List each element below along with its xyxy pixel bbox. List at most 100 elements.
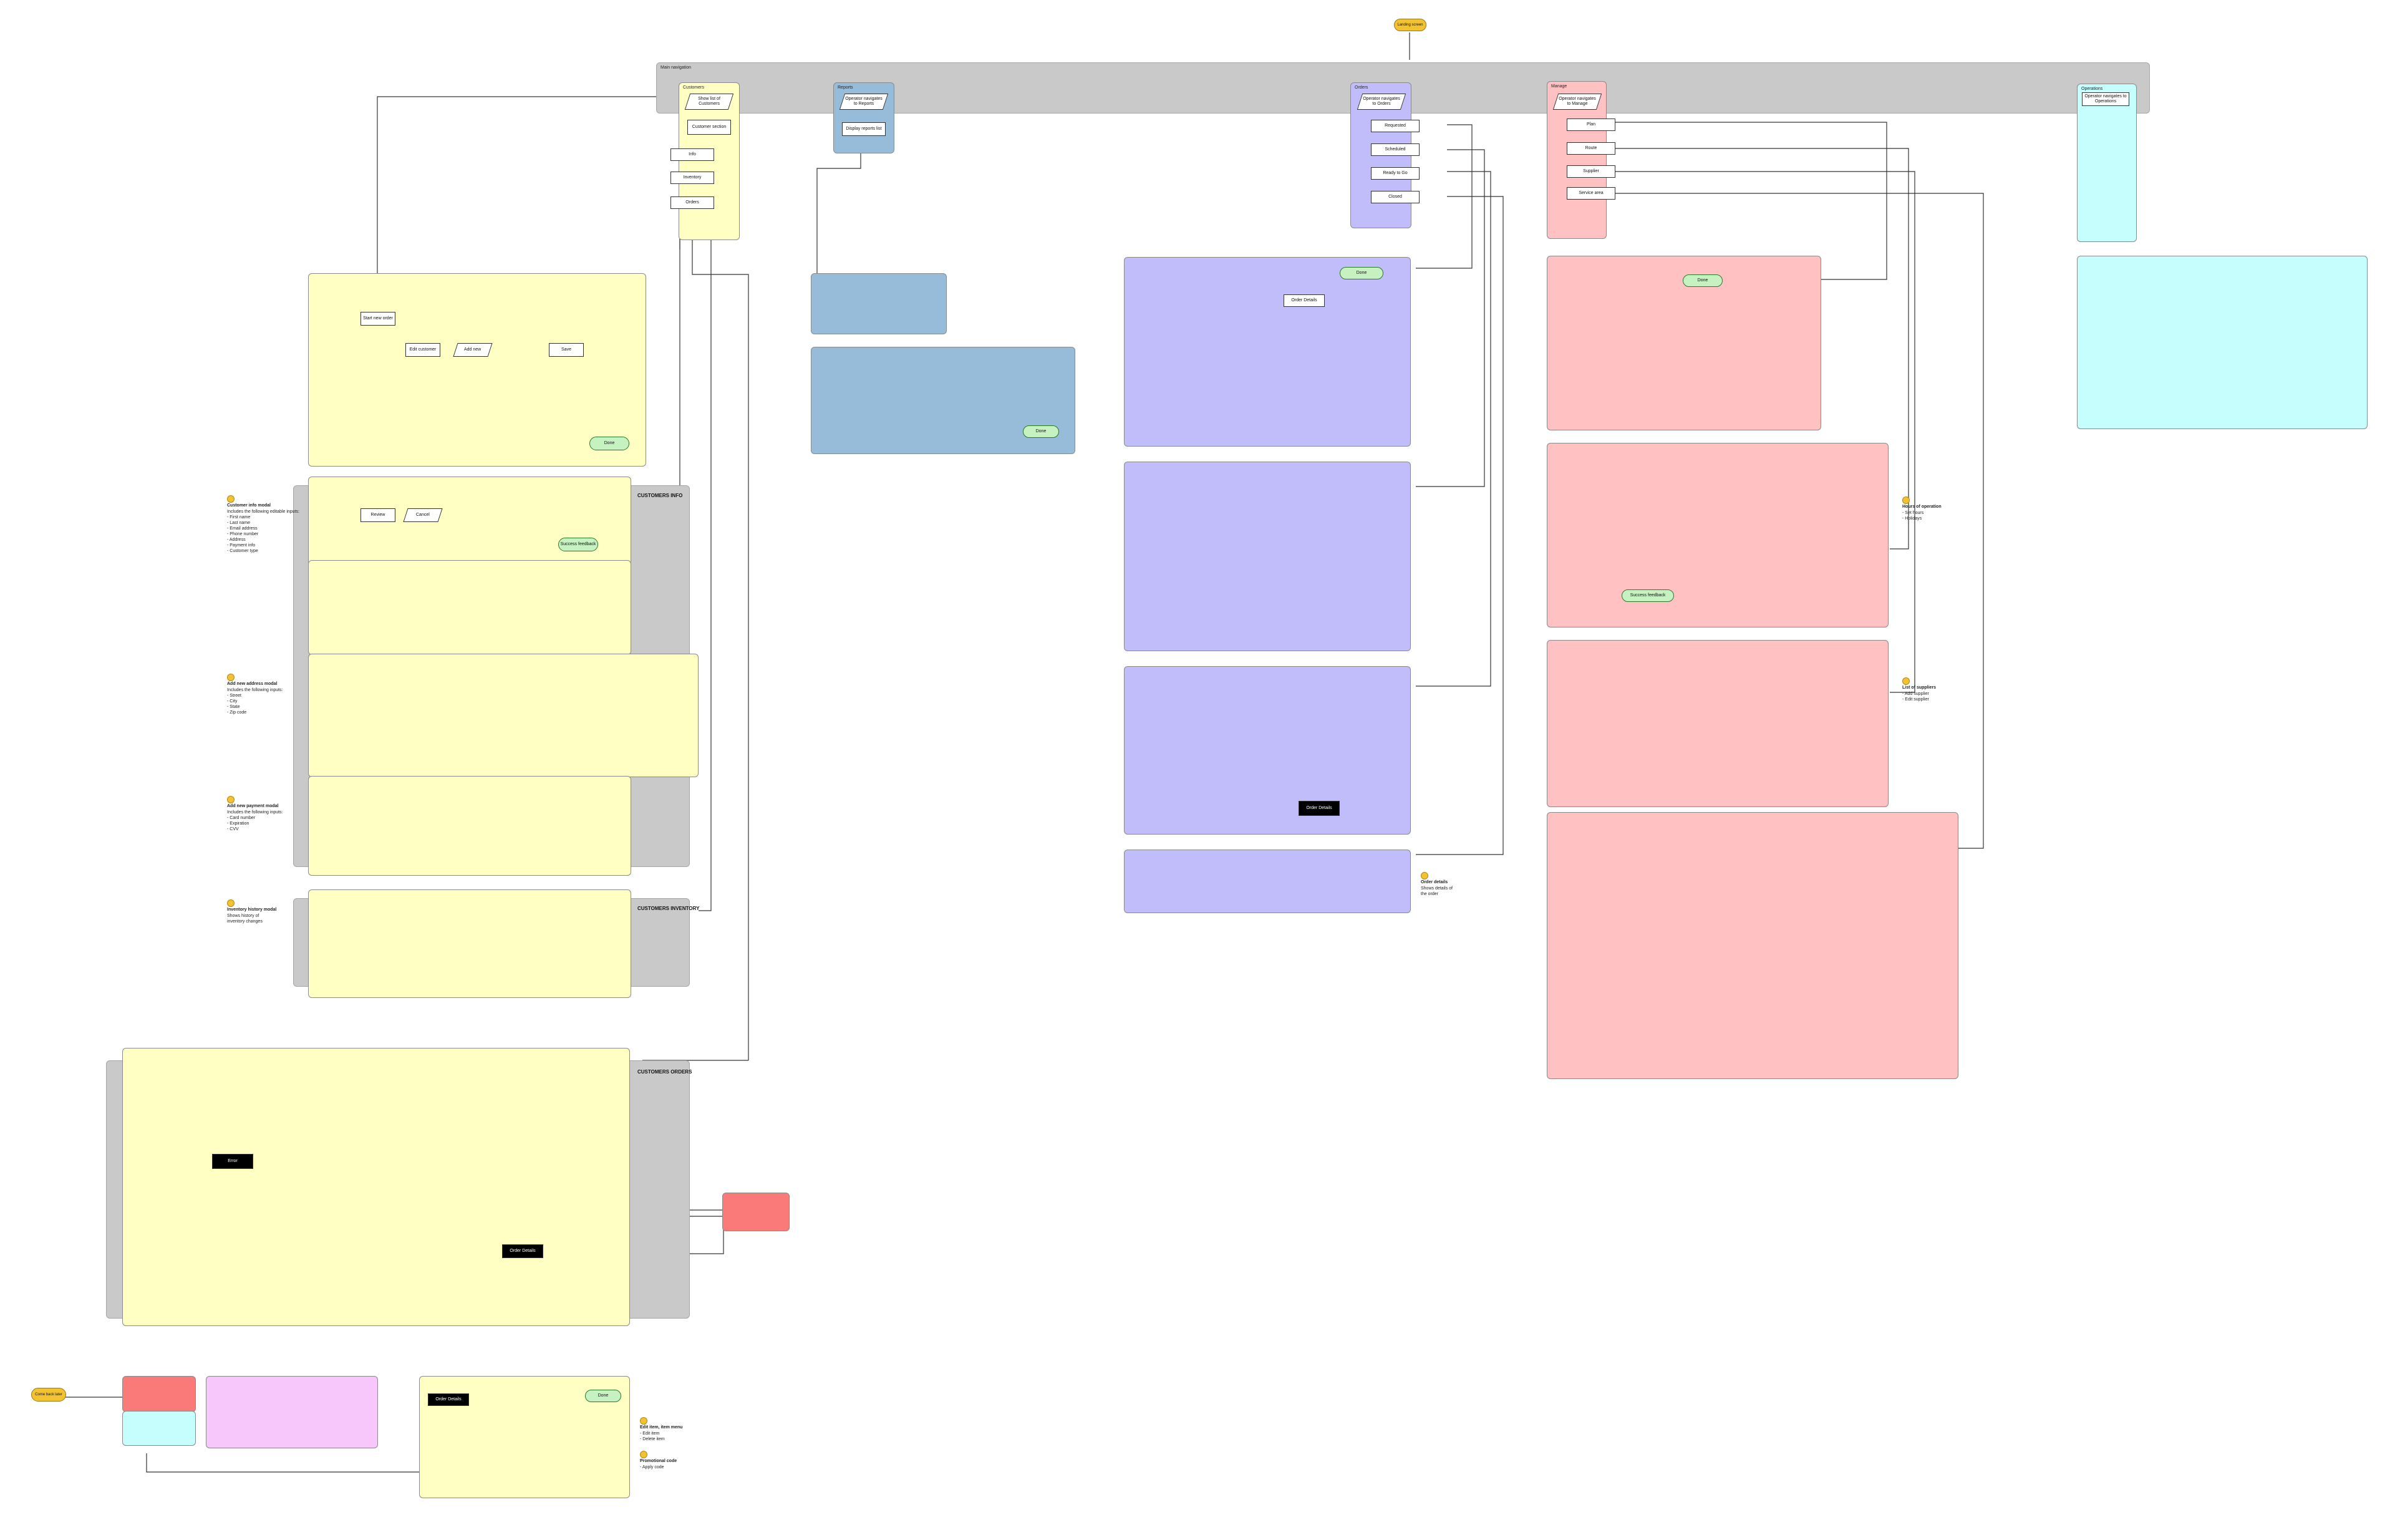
customer-section-node[interactable]: Customer section: [687, 120, 731, 135]
customers-inventory-text: Inventory: [683, 175, 702, 180]
manage-done-terminal[interactable]: Done: [1683, 274, 1723, 287]
order-details-note-body: Shows details of the order: [1421, 886, 1453, 896]
customers-info-item[interactable]: Info: [670, 148, 714, 161]
manage-supplier-flow: [1547, 640, 1889, 807]
customers-inventory-side-label: CUSTOMERS INVENTORY: [637, 906, 700, 911]
manage-success-terminal[interactable]: Success feedback: [1622, 589, 1674, 602]
orders-requested-item[interactable]: Requested: [1371, 120, 1420, 132]
edit-item-done-text: Done: [598, 1393, 609, 1398]
order-details-text: Order Details: [510, 1249, 536, 1253]
customers-orders-side-label: CUSTOMERS ORDERS: [637, 1069, 692, 1075]
review-node[interactable]: Review: [360, 508, 395, 522]
manage-plan-item[interactable]: Plan: [1567, 119, 1615, 131]
orders-order-details-node[interactable]: Order Details: [1284, 294, 1325, 307]
orders-scheduled-item[interactable]: Scheduled: [1371, 143, 1420, 156]
add-payment-note-body: Includes the following inputs: - Card nu…: [227, 810, 283, 831]
customers-info-side-label: CUSTOMERS INFO: [637, 493, 683, 498]
save-node[interactable]: Save: [549, 343, 584, 357]
add-new-text: Add new: [464, 347, 481, 352]
manage-service-area-text: Service area: [1579, 191, 1604, 195]
info-icon: [1421, 872, 1428, 879]
return-label: Come back later: [35, 1392, 62, 1397]
manage-nav-text: Operator navigates to Manage: [1559, 97, 1596, 106]
info-icon: [227, 495, 235, 503]
start-label: Landing screen: [1397, 22, 1423, 27]
edit-customer-node[interactable]: Edit customer: [405, 343, 440, 357]
info-icon: [227, 674, 235, 681]
reports-section-label: Reports: [838, 85, 853, 90]
return-terminal[interactable]: Come back later: [31, 1388, 66, 1402]
add-address-flow: [308, 654, 699, 777]
manage-success-text: Success feedback: [1630, 593, 1666, 598]
start-new-order-text: Start new order: [363, 316, 393, 321]
success-terminal[interactable]: Success feedback: [558, 538, 598, 551]
start-terminal[interactable]: Landing screen: [1394, 19, 1426, 31]
reports-list-node[interactable]: Display reports list: [842, 122, 886, 136]
supplier-note-body: - Add supplier - Edit supplier: [1902, 692, 1929, 702]
orders-order-details-text: Order Details: [1291, 298, 1317, 303]
manage-route-item[interactable]: Route: [1567, 142, 1615, 155]
cancel-text: Cancel: [416, 513, 430, 517]
reports-nav-node[interactable]: Operator navigates to Reports: [839, 94, 889, 110]
save-text: Save: [561, 347, 571, 352]
report-done-terminal[interactable]: Done: [1023, 425, 1059, 438]
orders-section-label: Orders: [1355, 85, 1368, 90]
order-details-dark-node[interactable]: Order Details: [502, 1244, 543, 1258]
manage-route-flow: [1547, 443, 1889, 627]
reports-list-text: Display reports list: [846, 127, 882, 131]
operations-detail-flow: [2077, 256, 2368, 429]
reports-detail-2: [811, 347, 1075, 454]
customers-inventory-item[interactable]: Inventory: [670, 172, 714, 184]
manage-section-label: Manage: [1551, 84, 1567, 89]
customers-info-text: Info: [689, 152, 696, 157]
operations-section-label: Operations: [2081, 87, 2103, 91]
promo-error-zone: [122, 1376, 196, 1412]
orders-ready-flow: [1124, 666, 1411, 835]
orders-done-text: Done: [1356, 271, 1367, 275]
ops-note-body: - Set hours - Holidays: [1902, 511, 1924, 521]
operations-nav-text: Operator navigates to Operations: [2084, 94, 2127, 104]
manage-supplier-item[interactable]: Supplier: [1567, 165, 1615, 178]
done-terminal[interactable]: Done: [589, 437, 629, 450]
manage-plan-text: Plan: [1586, 122, 1595, 127]
orders-ready-item[interactable]: Ready to Go: [1371, 167, 1420, 180]
add-payment-flow: [308, 776, 631, 876]
info-icon: [640, 1451, 647, 1458]
done-text: Done: [604, 441, 615, 445]
customer-info-note-body: Includes the following editable inputs: …: [227, 510, 299, 553]
add-address-note-title: Add new address modal: [227, 682, 278, 686]
add-payment-note-title: Add new payment modal: [227, 804, 279, 808]
ops-note-title: Hours of operation: [1902, 505, 1942, 509]
inventory-flow: [308, 889, 631, 998]
success-text: Success feedback: [560, 542, 596, 546]
inventory-note-title: Inventory history modal: [227, 908, 277, 912]
show-customers-node[interactable]: Show list of Customers: [684, 94, 734, 110]
orders-ready-text: Ready to Go: [1383, 171, 1408, 175]
manage-nav-node[interactable]: Operator navigates to Manage: [1552, 94, 1602, 110]
orders-closed-flow: [1124, 850, 1411, 913]
edit-item-dark-node[interactable]: Order Details: [428, 1393, 469, 1406]
error-text: Error: [228, 1159, 238, 1163]
info-icon: [640, 1417, 647, 1425]
cancel-node[interactable]: Cancel: [403, 508, 443, 522]
info-icon: [227, 899, 235, 907]
add-new-node[interactable]: Add new: [453, 343, 493, 357]
operations-nav-node[interactable]: Operator navigates to Operations: [2082, 92, 2129, 106]
order-details-note-title: Order details: [1421, 880, 1448, 884]
customer-info-note-title: Customer info modal: [227, 503, 271, 508]
orders-nav-node[interactable]: Operator navigates to Orders: [1357, 94, 1406, 110]
edit-item-note-title: Edit item, item menu: [640, 1425, 683, 1430]
customers-orders-item[interactable]: Orders: [670, 196, 714, 209]
orders-ready-dark-node[interactable]: Order Details: [1299, 801, 1340, 816]
orders-closed-item[interactable]: Closed: [1371, 191, 1420, 203]
manage-service-area-item[interactable]: Service area: [1567, 187, 1615, 200]
error-dark-node[interactable]: Error: [212, 1154, 253, 1169]
manage-supplier-text: Supplier: [1583, 169, 1599, 173]
error-zone: [722, 1193, 790, 1231]
orders-done-terminal[interactable]: Done: [1340, 267, 1383, 279]
add-address-note-body: Includes the following inputs: - Street …: [227, 688, 283, 715]
start-new-order-node[interactable]: Start new order: [360, 312, 395, 326]
edit-item-dark-text: Order Details: [435, 1397, 462, 1402]
edit-item-done-terminal[interactable]: Done: [585, 1390, 621, 1402]
